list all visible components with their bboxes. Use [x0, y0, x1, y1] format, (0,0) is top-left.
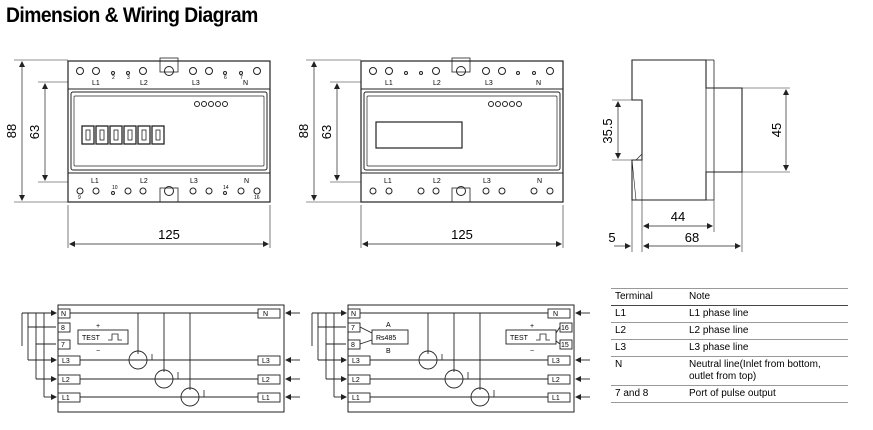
wl-term-n: N: [61, 311, 66, 318]
wiring-diagram-pulse: N 8 7 L3 L2 L1 N L3 L2 L1 TEST + −: [21, 304, 300, 413]
dimension-height-63: 63: [27, 125, 42, 139]
wr-rterm-15: 15: [561, 342, 569, 349]
top-label-n-b: N: [536, 80, 541, 87]
wl-term-7: 7: [61, 342, 65, 349]
wr-term-l1: L1: [352, 395, 360, 402]
wr-minus: −: [530, 348, 534, 355]
table-header-terminal: Terminal: [611, 288, 685, 306]
wr-rterm-n: N: [553, 311, 558, 318]
dimension-width-125: 125: [158, 227, 180, 242]
table-cell-terminal: 7 and 8: [611, 385, 685, 403]
wiring-diagram-rs485: N 7 8 L3 L2 L1 N 16 15 L3 L2 L1 Rs485 A …: [311, 304, 590, 413]
table-row: N Neutral line(Inlet from bottom, outlet…: [611, 356, 848, 386]
bottom-label-l2: L2: [140, 178, 148, 185]
bottom-label-l1: L1: [91, 178, 99, 185]
table-cell-note: Port of pulse output: [685, 385, 848, 403]
wr-term-7: 7: [351, 325, 355, 332]
wl-term-8: 8: [61, 325, 65, 332]
wr-b-label: B: [386, 348, 391, 355]
wr-test-label: TEST: [510, 335, 529, 342]
wr-rterm-16: 16: [561, 325, 569, 332]
top-label-l3: L3: [192, 80, 200, 87]
lcd-display: [375, 121, 463, 149]
dimension-depth-68: 68: [685, 230, 699, 245]
table-header-row: Terminal Note: [611, 288, 848, 306]
table-header-note: Note: [685, 288, 848, 306]
bottom-number-9: 9: [78, 195, 81, 201]
wl-plus: +: [96, 323, 100, 330]
dimension-height-88-b: 88: [296, 124, 311, 138]
wl-term-l2: L2: [62, 377, 70, 384]
bottom-label-n: N: [244, 178, 249, 185]
dimension-depth-44: 44: [671, 209, 685, 224]
dimension-height-35-5: 35.5: [600, 118, 615, 143]
wr-rterm-l1: L1: [552, 395, 560, 402]
table-row: L1 L1 phase line: [611, 305, 848, 323]
wl-term-l3: L3: [62, 358, 70, 365]
wl-test-label: TEST: [82, 335, 101, 342]
top-number-7: 7: [240, 75, 243, 81]
top-label-l1: L1: [92, 80, 100, 87]
wl-rterm-n: N: [263, 311, 268, 318]
wr-term-l3: L3: [352, 358, 360, 365]
bottom-number-10: 10: [112, 185, 118, 191]
front-view-with-lcd: 88 63 125 L1 L2 L3 N L1 L2 L3 N: [296, 57, 564, 248]
table-row: 7 and 8 Port of pulse output: [611, 385, 848, 403]
terminal-table: Terminal Note L1 L1 phase line L2 L2 pha…: [611, 288, 848, 403]
bottom-label-l3-b: L3: [483, 178, 491, 185]
wl-term-l1: L1: [62, 395, 70, 402]
wl-rterm-l1: L1: [262, 395, 270, 402]
table-cell-note: L2 phase line: [685, 322, 848, 340]
wl-rterm-l3: L3: [262, 358, 270, 365]
table-cell-terminal: L3: [611, 339, 685, 357]
top-label-l1-b: L1: [385, 80, 393, 87]
wr-plus: +: [530, 323, 534, 330]
dimension-width-125-b: 125: [451, 227, 473, 242]
front-view-with-counter: 88 63 125 L1 L2 L3 N 2 3 6 7: [4, 57, 271, 248]
dimension-offset-5: 5: [608, 230, 615, 245]
wr-rterm-l2: L2: [552, 377, 560, 384]
table-cell-terminal: L2: [611, 322, 685, 340]
page-title: Dimension & Wiring Diagram: [6, 4, 258, 27]
table-cell-note: L1 phase line: [685, 305, 848, 323]
side-view: 35.5 45 44 68 5: [600, 59, 790, 252]
wr-term-8: 8: [351, 342, 355, 349]
top-number-3: 3: [127, 75, 130, 81]
dimension-height-63-b: 63: [319, 125, 334, 139]
table-row: L3 L3 phase line: [611, 339, 848, 357]
top-number-6: 6: [224, 75, 227, 81]
table-cell-note: L3 phase line: [685, 339, 848, 357]
dimension-height-45: 45: [769, 123, 784, 137]
bottom-number-16: 16: [254, 195, 260, 201]
wr-a-label: A: [386, 322, 391, 329]
dimension-height-88: 88: [4, 124, 19, 138]
table-cell-note: Neutral line(Inlet from bottom, outlet f…: [685, 356, 848, 386]
counter-display: [81, 125, 165, 145]
top-label-n: N: [243, 80, 248, 87]
bottom-label-l1-b: L1: [384, 178, 392, 185]
table-cell-terminal: N: [611, 356, 685, 386]
bottom-label-n-b: N: [537, 178, 542, 185]
wr-term-l2: L2: [352, 377, 360, 384]
top-label-l2-b: L2: [433, 80, 441, 87]
bottom-label-l3: L3: [190, 178, 198, 185]
top-number-2: 2: [112, 75, 115, 81]
wr-term-n: N: [351, 311, 356, 318]
wl-rterm-l2: L2: [262, 377, 270, 384]
bottom-number-14: 14: [223, 185, 229, 191]
bottom-label-l2-b: L2: [433, 178, 441, 185]
wr-rterm-l3: L3: [552, 358, 560, 365]
wr-rs485-label: Rs485: [376, 335, 396, 342]
table-row: L2 L2 phase line: [611, 322, 848, 340]
top-label-l3-b: L3: [485, 80, 493, 87]
wl-minus: −: [96, 348, 100, 355]
table-cell-terminal: L1: [611, 305, 685, 323]
top-label-l2: L2: [140, 80, 148, 87]
